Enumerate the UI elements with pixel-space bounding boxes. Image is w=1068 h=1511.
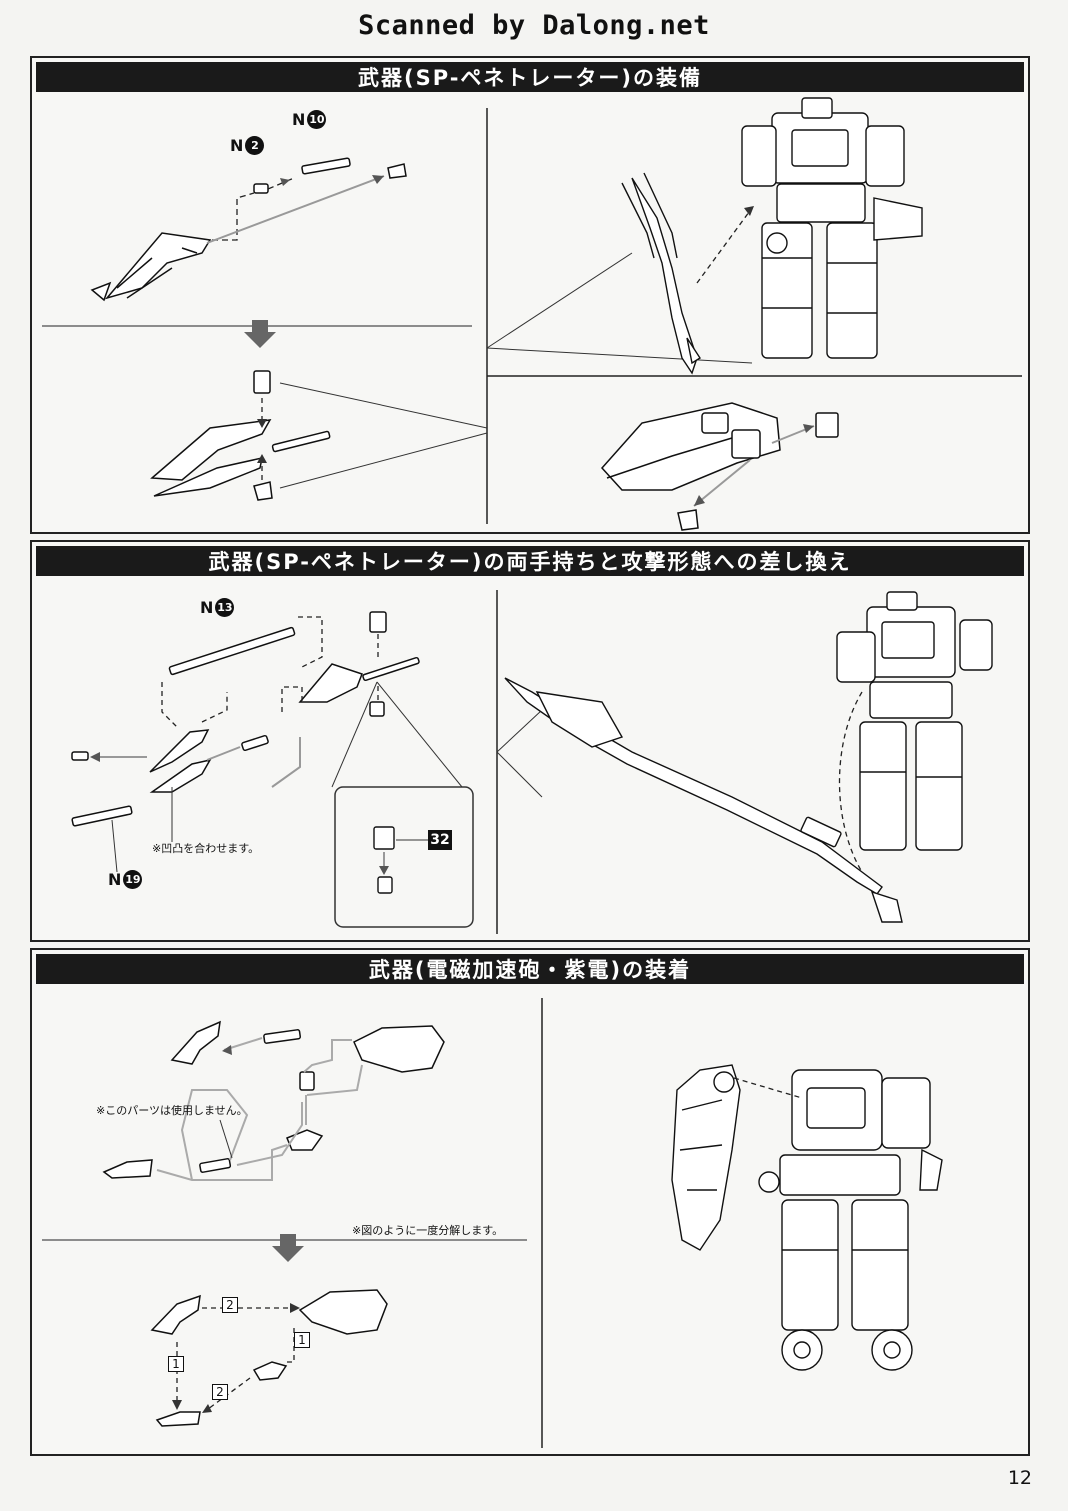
part-number-badge: 32 — [428, 830, 452, 850]
section-title: 武器(電磁加速砲・紫電)の装着 — [36, 954, 1024, 984]
part-badge: 19 — [123, 870, 143, 889]
step-number: 2 — [222, 1297, 238, 1313]
step-number: 1 — [294, 1332, 310, 1348]
part-label-n10: N 10 — [292, 110, 327, 129]
section-2-illustrations — [71, 590, 993, 934]
part-badge: 10 — [307, 110, 327, 129]
section-railgun-equip: 武器(電磁加速砲・紫電)の装着 — [30, 948, 1030, 1456]
section-penetrator-two-hand: 武器(SP-ペネトレーター)の両手持ちと攻撃形態への差し換え — [30, 540, 1030, 942]
spear-head-exploded-drawing — [90, 157, 407, 302]
robot-holding-polearm-drawing — [504, 591, 993, 923]
robot-with-polearm-drawing — [621, 97, 923, 375]
part-label-n13: N 13 — [200, 598, 235, 617]
spear-head-assembled-drawing — [150, 370, 331, 501]
part-prefix: N — [200, 598, 214, 617]
cannon-drawing — [600, 402, 839, 531]
step-number: 2 — [212, 1384, 228, 1400]
part-prefix: N — [230, 136, 244, 155]
section-title: 武器(SP-ペネトレーター)の装備 — [36, 62, 1024, 92]
note-disassemble: ※図のように一度分解します。 — [352, 1224, 504, 1237]
note-part-unused: ※このパーツは使用しません。 — [96, 1104, 248, 1117]
part-prefix: N — [292, 110, 306, 129]
part-badge: 2 — [245, 136, 265, 155]
section-3-illustrations — [42, 998, 943, 1448]
section-title: 武器(SP-ペネトレーター)の両手持ちと攻撃形態への差し換え — [36, 546, 1024, 576]
long-shaft-drawing — [71, 611, 420, 827]
page-number: 12 — [1007, 1467, 1032, 1489]
robot-with-railgun-drawing — [671, 1064, 943, 1371]
part-label-n2: N 2 — [230, 136, 265, 155]
railgun-exploded-drawing — [102, 1020, 445, 1179]
railgun-reassemble-drawing — [150, 1289, 388, 1427]
part-label-n19: N 19 — [108, 870, 143, 889]
scan-credit: Scanned by Dalong.net — [358, 10, 710, 41]
step-number: 1 — [168, 1356, 184, 1372]
section-penetrator-equip: 武器(SP-ペネトレーター)の装備 — [30, 56, 1030, 534]
part-badge: 13 — [215, 598, 235, 617]
section-1-illustrations — [42, 97, 1022, 531]
part-prefix: N — [108, 870, 122, 889]
note-align-bumps: ※凹凸を合わせます。 — [152, 842, 260, 855]
